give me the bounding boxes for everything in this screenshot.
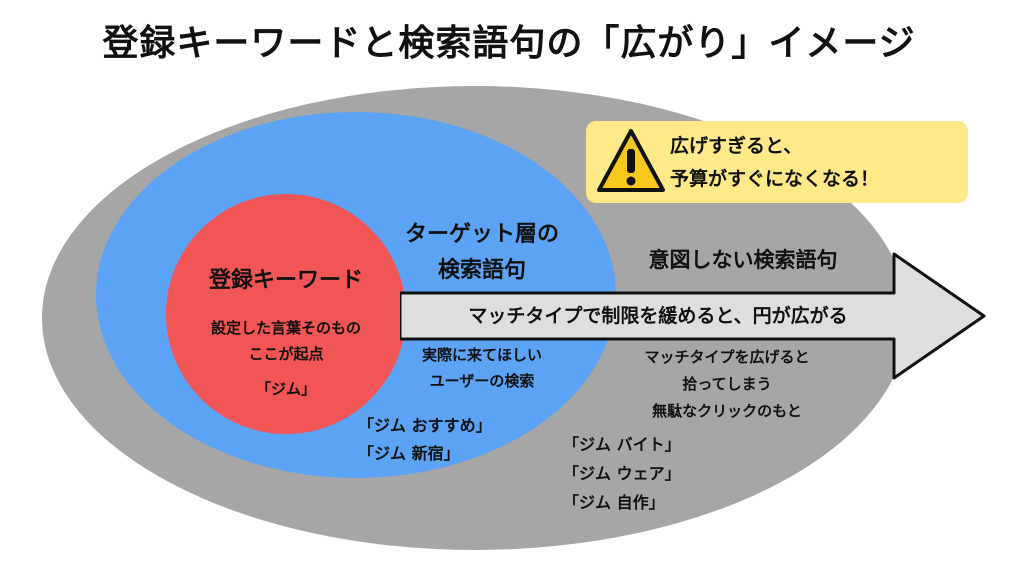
unintended-examples: 「ジム バイト」 「ジム ウェア」 「ジム 自作」 — [563, 435, 681, 512]
expansion-arrow — [400, 252, 986, 380]
target-examples: 「ジム おすすめ」 「ジム 新宿」 — [358, 416, 492, 463]
unintended-heading: 意図しない検索語句 — [648, 248, 838, 272]
keyword-heading: 登録キーワード — [208, 268, 363, 293]
target-heading: ターゲット層の 検索語句 — [404, 222, 559, 283]
keyword-description: 設定した言葉そのもの ここが起点 — [210, 319, 361, 363]
arrow-label: マッチタイプで制限を緩めると、円が広がる — [468, 305, 848, 327]
target-description: 実際に来てほしい ユーザーの検索 — [421, 346, 542, 390]
unintended-description: マッチタイプを広げると 拾ってしまう 無駄なクリックのもと — [644, 348, 810, 420]
page-title: 登録キーワードと検索語句の「広がり」イメージ — [102, 23, 916, 64]
keyword-example: 「ジム」 — [255, 380, 316, 398]
warning-icon — [597, 129, 665, 192]
keyword-circle — [166, 194, 406, 434]
warning-text: 広げすぎると、 予算がすぐになくなる！ — [670, 135, 880, 190]
